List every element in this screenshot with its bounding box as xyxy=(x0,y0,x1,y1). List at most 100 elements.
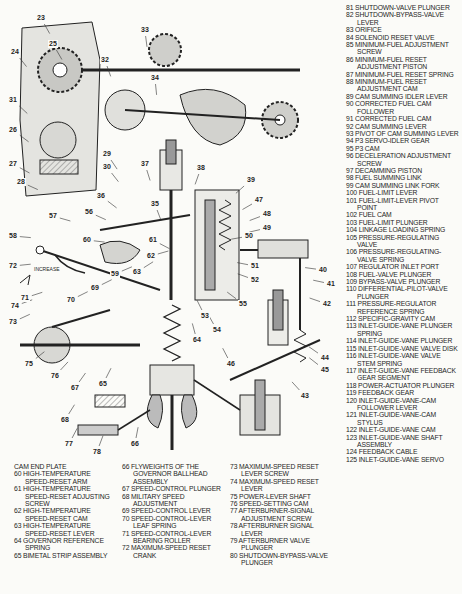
leader-line xyxy=(195,174,199,184)
leader-line xyxy=(78,292,88,297)
spring xyxy=(219,200,231,250)
part-list-entry: 111 PRESSURE-REGULATOR REFERENCE SPRING xyxy=(346,300,459,315)
part-list-entry: 101 FUEL-LIMIT-LEVER PIVOT POINT xyxy=(346,197,459,212)
callout-number: 42 xyxy=(322,300,332,308)
part-list-entry: 124 FEEDBACK CABLE xyxy=(346,448,459,455)
callout-number: 76 xyxy=(50,372,60,380)
part-list-entry: 85 MINIMUM-FUEL ADJUSTMENT SCREW xyxy=(346,41,459,56)
flyweight xyxy=(181,395,196,428)
callout-number: 66 xyxy=(130,440,140,448)
leader-line xyxy=(192,323,195,334)
callout-number: 40 xyxy=(318,266,328,274)
direction-label: INCREASE xyxy=(34,266,60,272)
callout-number: 45 xyxy=(320,366,330,374)
ballhead xyxy=(150,365,194,395)
leader-line xyxy=(36,352,45,359)
part-list-entry: 123 INLET-GUIDE-VANE SHAFT ASSEMBLY xyxy=(346,434,459,449)
callout-number: 51 xyxy=(250,262,260,270)
callout-number: 68 xyxy=(60,416,70,424)
part-list-entry: 64 GOVERNOR REFERENCE SPRING xyxy=(14,537,116,552)
part-list-entry: 78 AFTERBURNER SIGNAL LEVER xyxy=(230,522,336,537)
part-list-entry: 87 MINIMUM-FUEL RESET SPRING xyxy=(346,71,459,78)
part-list-entry: 71 SPEED-CONTROL-LEVER BEARING ROLLER xyxy=(122,530,224,545)
plunger xyxy=(273,290,283,330)
callout-number: 65 xyxy=(98,380,108,388)
callout-number: 74 xyxy=(10,302,20,310)
leader-line xyxy=(20,264,31,265)
leader-line xyxy=(20,168,30,173)
part-list-entry: 93 PIVOT OF CAM SUMMING LEVER xyxy=(346,130,459,137)
part-list-entry: 82 SHUTDOWN-BYPASS-VALVE LEVER xyxy=(346,11,459,26)
part-list-entry: 83 ORIFICE xyxy=(346,26,459,33)
callout-number: 69 xyxy=(90,284,100,292)
governor-reference-spring xyxy=(164,305,180,361)
callout-number: 71 xyxy=(20,294,30,302)
part-list-entry: 104 LINKAGE LOADING SPRING xyxy=(346,226,459,233)
leader-line xyxy=(157,210,161,220)
leader-line xyxy=(20,58,27,67)
callout-number: 46 xyxy=(226,360,236,368)
shaft xyxy=(82,69,300,72)
callout-number: 27 xyxy=(8,160,18,168)
callout-number: 33 xyxy=(140,26,150,34)
part-list-entry: 92 CAM SUMMING LEVER xyxy=(346,123,459,130)
callout-number: 60 xyxy=(82,236,92,244)
part-list-entry: 117 INLET-GUIDE-VANE FEEDBACK GEAR SEGME… xyxy=(346,367,459,382)
callout-number: 72 xyxy=(8,262,18,270)
valve-plunger xyxy=(255,380,265,430)
link xyxy=(240,249,258,251)
power-lever-shaft xyxy=(20,344,140,347)
leader-line xyxy=(136,427,138,438)
part-list-entry: 90 CORRECTED FUEL CAM FOLLOWER xyxy=(346,100,459,115)
part-list-entry: 94 P3 SERVO-IDLER GEAR xyxy=(346,137,459,144)
part-list-entry: 105 PRESSURE-REGULATING VALVE xyxy=(346,234,459,249)
part-list-entry: 106 PRESSURE-REGULATING-VALVE SPRING xyxy=(346,248,459,263)
callout-number: 28 xyxy=(16,178,26,186)
part-list-entry: 108 FUEL-VALVE PLUNGER xyxy=(346,271,459,278)
part-list-entry: 114 INLET-GUIDE-VANE PLUNGER xyxy=(346,337,459,344)
callout-number: 59 xyxy=(110,270,120,278)
part-list-entry: 74 MAXIMUM-SPEED RESET LEVER xyxy=(230,478,336,493)
callout-number: 56 xyxy=(84,208,94,216)
leader-line xyxy=(112,173,119,182)
bearing-roller xyxy=(36,246,44,254)
part-list-entry: 97 DECAMMING PISTON xyxy=(346,167,459,174)
bimetal-strip xyxy=(95,395,125,407)
part-list-entry: 80 SHUTDOWN-BYPASS-VALVE PLUNGER xyxy=(230,552,336,567)
rod xyxy=(299,258,301,330)
leader-line xyxy=(44,24,49,34)
callout-number: 26 xyxy=(8,126,18,134)
cam xyxy=(40,122,76,158)
leader-line xyxy=(20,237,31,238)
part-list-entry: 112 SPECIFIC-GRAVITY CAM xyxy=(346,315,459,322)
reset-cam xyxy=(100,241,140,264)
callout-number: 24 xyxy=(10,48,20,56)
rod xyxy=(170,190,173,300)
leader-line xyxy=(160,244,170,249)
callout-number: 36 xyxy=(96,192,106,200)
part-list-entry: 68 MILITARY SPEED ADJUSTMENT xyxy=(122,493,224,508)
callout-number: 67 xyxy=(70,384,80,392)
callout-number: 32 xyxy=(100,56,110,64)
valve-housing xyxy=(195,190,239,300)
part-list-entry: 77 AFTERBURNER-SIGNAL ADJUSTMENT SCREW xyxy=(230,507,336,522)
gear xyxy=(149,34,181,66)
piston xyxy=(166,140,176,164)
callout-number: 53 xyxy=(200,312,210,320)
leader-line xyxy=(69,405,75,414)
part-list-entry: 89 CAM SUMMING IDLER LEVER xyxy=(346,93,459,100)
part-list-entry: 84 SOLENOID RESET VALVE xyxy=(346,34,459,41)
leader-line xyxy=(236,186,244,193)
callout-number: 58 xyxy=(8,232,18,240)
part-list-entry: 118 POWER-ACTUATOR PLUNGER xyxy=(346,382,459,389)
leader-line xyxy=(243,204,253,210)
callout-number: 57 xyxy=(48,212,58,220)
part-list-entry: 63 HIGH-TEMPERATURE SPEED-RESET LEVER xyxy=(14,522,116,537)
leader-line xyxy=(237,263,248,265)
signal-lever xyxy=(230,340,320,380)
callout-number: 62 xyxy=(146,252,156,260)
callout-number: 70 xyxy=(66,296,76,304)
part-list-column: 66 FLYWEIGHTS OF THE GOVERNOR BALLHEAD A… xyxy=(122,463,224,559)
leader-line xyxy=(60,218,71,221)
